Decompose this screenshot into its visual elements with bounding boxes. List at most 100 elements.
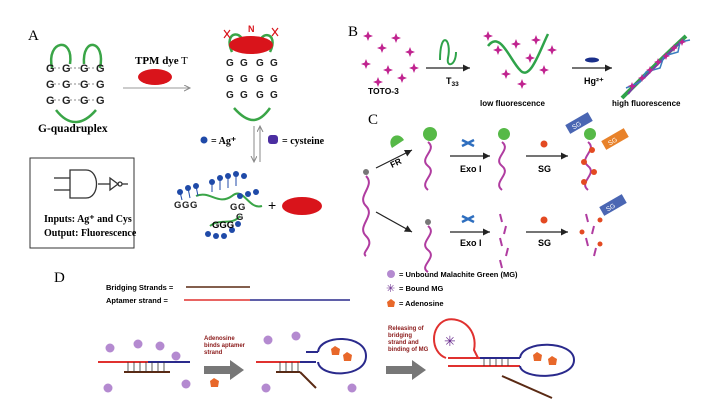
g-base: G	[96, 95, 105, 107]
fr-protein-top	[423, 127, 437, 141]
dye-bound-quadruplex: N G G G G G G G G G G G G	[223, 24, 279, 122]
fluorescent-dye-star	[361, 59, 371, 69]
bound-mg-legend: = Bound MG	[399, 284, 444, 293]
ag-legend-dot	[200, 136, 208, 144]
fr-protein-icon	[390, 135, 404, 148]
g-base: G	[80, 63, 89, 75]
unbound-mg-legend: = Unbound Malachite Green (MG)	[399, 270, 518, 279]
g-base: G	[96, 63, 105, 75]
panel-a-letter: A	[28, 28, 39, 44]
g-base: G	[182, 200, 189, 211]
low-fluorescence-complex	[483, 31, 557, 89]
g-base: G	[256, 90, 264, 101]
sg-signal-tag-top-2: SG	[601, 128, 629, 150]
fluorescent-dye-star	[670, 44, 678, 52]
fluorescent-dye-star	[363, 31, 373, 41]
mg-bound-aptamer: ✳	[433, 318, 576, 377]
g-base: G	[256, 74, 264, 85]
step1-arrow	[204, 360, 244, 380]
panel-b: B TOTO-3 T33 low fluorescence Hg²⁺ high …	[348, 24, 691, 108]
unbound-mg-step2	[261, 331, 357, 393]
sg-bottom-label: SG	[538, 238, 551, 248]
fluorescent-dye-star	[405, 47, 415, 57]
fr-protein-top-2	[498, 128, 510, 140]
g-base: G	[80, 95, 89, 107]
free-dye-ellipse	[282, 197, 322, 215]
tpm-dye-ellipse	[138, 69, 172, 85]
inputs-label: Inputs: Ag⁺ and Cys	[44, 214, 132, 225]
g-quadruplex-loop-right	[82, 43, 103, 69]
cysteine-legend-label: = cysteine	[282, 136, 325, 147]
g-base: G	[190, 200, 197, 211]
svg-text:SG: SG	[605, 203, 617, 214]
g-quadruplex-label: G-quadruplex	[38, 123, 108, 135]
fluorescent-dye-star	[654, 58, 662, 66]
fluorescent-dye-star	[662, 52, 670, 60]
fr-bound-strand	[424, 141, 432, 191]
hg-ion-icon	[585, 57, 599, 63]
cysteine-legend-mark	[268, 135, 278, 144]
fluorescent-dye-star	[539, 65, 549, 75]
t33-strand	[439, 39, 457, 66]
g-quadruplex-loop-left	[49, 43, 72, 69]
fluorescent-dye-star	[493, 45, 503, 55]
panel-d: D Bridging Strands = Aptamer strand = = …	[54, 270, 576, 399]
ag-legend-label: = Ag⁺	[211, 136, 236, 147]
fluorescent-dye-star	[678, 38, 686, 46]
exo-scissors-top	[461, 138, 475, 148]
fluorescent-dye-star	[531, 35, 541, 45]
exo-scissors-bottom	[461, 214, 475, 224]
sg-top-label: SG	[538, 164, 551, 174]
g-base: G	[226, 74, 234, 85]
bridging-label: Bridging Strands =	[106, 283, 174, 292]
fluorescent-dye-star	[409, 63, 419, 73]
g-base: G	[226, 58, 234, 69]
adenosine-free	[210, 378, 219, 387]
g-base: G	[236, 212, 243, 223]
logic-gate-box	[29, 157, 135, 249]
digested-fragments-sg	[585, 213, 597, 257]
low-fluorescence-label: low fluorescence	[480, 99, 545, 108]
fluorescent-dye-star	[377, 43, 387, 53]
g-base: G	[62, 79, 71, 91]
g-base: G	[46, 95, 55, 107]
initial-strand	[362, 175, 371, 257]
g-base: G	[240, 74, 248, 85]
released-bridging-strand	[501, 375, 553, 399]
unprotected-strand	[424, 225, 432, 273]
g-base: G	[226, 90, 234, 101]
g-base: G	[240, 90, 248, 101]
panel-b-letter: B	[348, 24, 358, 40]
g-base: G	[240, 58, 248, 69]
g-base: G	[256, 58, 264, 69]
sg-dye-top	[540, 140, 548, 148]
g-base: G	[62, 63, 71, 75]
fluorescent-dye-star	[525, 53, 535, 63]
sg-dye-bottom	[540, 216, 548, 224]
tpm-dye-suffix: T	[181, 55, 188, 67]
bound-dye-ellipse	[229, 36, 273, 54]
aptamer-label: Aptamer strand =	[106, 296, 169, 305]
g-base: G	[46, 63, 55, 75]
panel-c-letter: C	[368, 112, 378, 128]
exo-bottom-label: Exo I	[460, 238, 482, 248]
fluorescent-dye-star	[483, 31, 493, 41]
g-base: G	[230, 202, 237, 213]
unbound-mg-step1	[103, 339, 191, 393]
fr-label: FR	[388, 156, 403, 170]
sg-signal-tag-top-1: SG	[565, 112, 593, 134]
step2-text: Releasing of bridging strand and binding…	[388, 326, 429, 353]
g-base: G	[270, 90, 278, 101]
fluorescent-dye-star	[511, 39, 521, 49]
duplex-initial	[98, 361, 190, 373]
nand-gate-icon	[54, 169, 128, 199]
fr-arrow	[375, 149, 413, 169]
adenosine-legend: = Adenosine	[399, 299, 444, 308]
adenosine-legend-icon	[387, 299, 395, 307]
plus-sign: +	[268, 197, 276, 213]
digested-fragments	[499, 213, 509, 269]
no-fr-arrow	[375, 211, 413, 233]
bound-mg-icon: ✳	[444, 333, 456, 349]
fluorescent-dye-star	[547, 45, 557, 55]
